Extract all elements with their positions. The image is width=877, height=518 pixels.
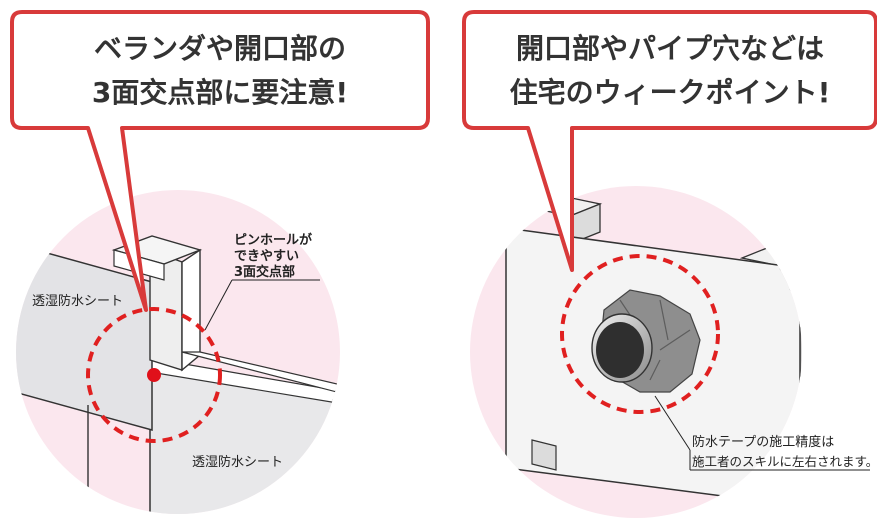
right-callout-line2: 施工者のスキルに左右されます。 — [692, 454, 877, 469]
right-detail-circle — [470, 186, 802, 518]
left-speech-bubble — [10, 10, 430, 312]
right-dashed-highlight — [560, 254, 720, 414]
left-callout-line3: 3面交点部 — [234, 264, 295, 280]
left-bubble-line1: ベランダや開口部の — [94, 32, 346, 65]
left-detail-circle — [16, 190, 340, 514]
left-bubble-line2: 3面交点部に要注意! — [92, 76, 348, 109]
right-bubble-line2: 住宅のウィークポイント! — [510, 76, 831, 109]
left-callout-line2: できやすい — [234, 249, 299, 264]
right-bubble-line1: 開口部やパイプ穴などは — [516, 32, 824, 65]
pinhole-point-dot — [147, 368, 161, 382]
left-dashed-highlight — [86, 307, 222, 443]
right-speech-bubble — [462, 10, 877, 272]
left-sheet-label-lower: 透湿防水シート — [192, 454, 283, 470]
left-callout-line1: ピンホールが — [234, 232, 312, 248]
right-callout-line1: 防水テープの施工精度は — [692, 434, 834, 450]
left-sheet-label-upper: 透湿防水シート — [32, 293, 123, 309]
